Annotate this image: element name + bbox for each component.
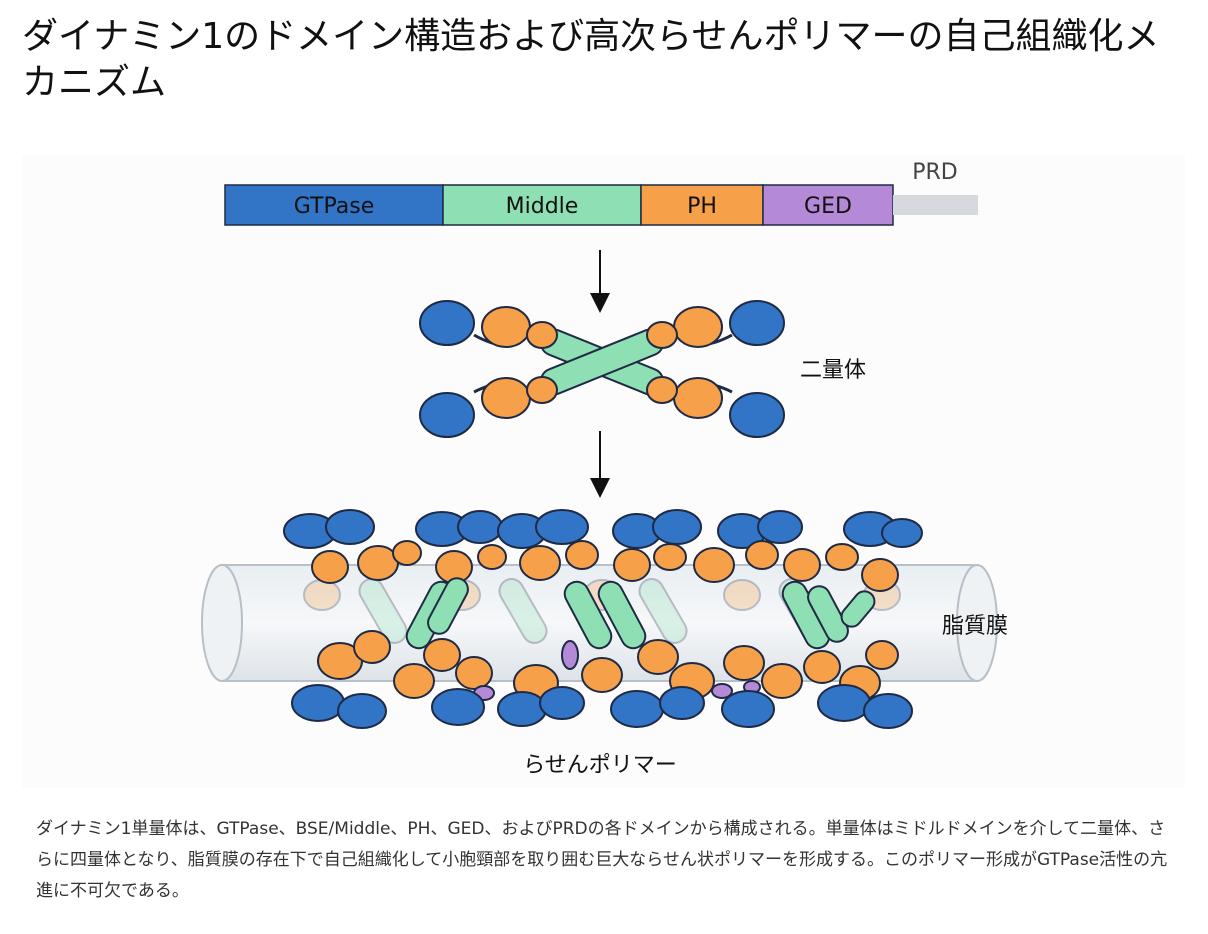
ph-domain [640, 184, 764, 226]
dimer-illustration [419, 300, 785, 438]
page-title: ダイナミン1のドメイン構造および高次らせんポリマーの自己組織化メカニズム [22, 16, 1160, 103]
domain-bar: GTPase Middle PH GED PRD [224, 160, 978, 226]
ged-label: GED [804, 194, 852, 219]
prd-domain [893, 195, 978, 215]
dimer-label: 二量体 [800, 358, 866, 383]
helical-polymer [283, 509, 923, 729]
prd-label: PRD [912, 160, 958, 185]
ph-label: PH [687, 194, 717, 219]
gtpase-domain [224, 184, 444, 226]
figure-caption: ダイナミン1単量体は、GTPase、BSE/Middle、PH、GED、およびP… [36, 819, 1168, 901]
middle-label: Middle [506, 194, 579, 219]
gtpase-label: GTPase [294, 194, 374, 219]
middle-domain [442, 184, 642, 226]
membrane-label: 脂質膜 [942, 614, 1008, 639]
polymer-label: らせんポリマー [523, 753, 677, 778]
dynamin-diagram: GTPase Middle PH GED PRD [22, 155, 1185, 788]
